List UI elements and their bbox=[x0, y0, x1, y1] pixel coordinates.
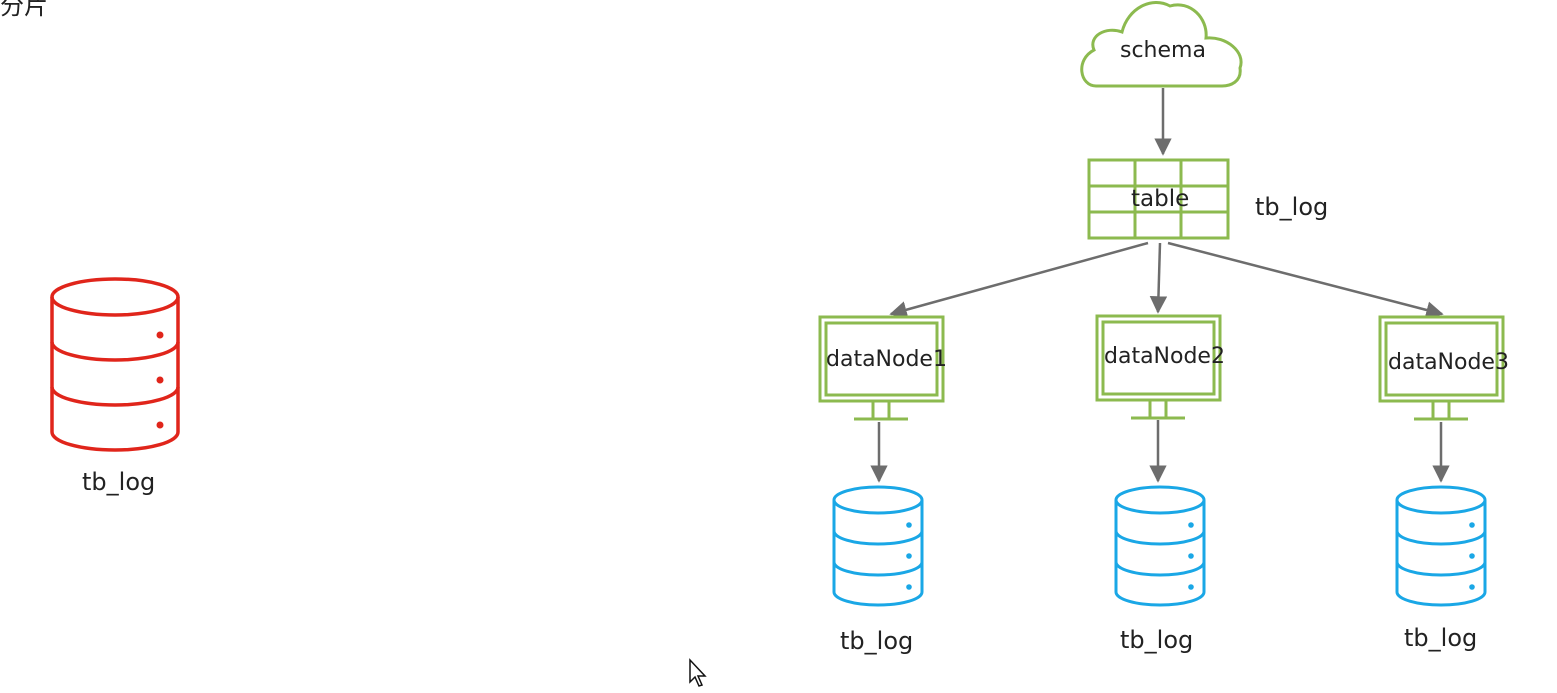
cloud-icon bbox=[1080, 0, 1243, 88]
db1-label: tb_log bbox=[840, 627, 914, 655]
left-db-label: tb_log bbox=[82, 468, 156, 496]
arrow-table-to-datanode1 bbox=[889, 241, 1149, 319]
datanode2-label: dataNode2 bbox=[1104, 344, 1225, 369]
table-grid-icon bbox=[1087, 158, 1230, 240]
arrow-table-to-datanode2 bbox=[1149, 242, 1168, 314]
schema-label: schema bbox=[1120, 38, 1206, 63]
monitor-icon bbox=[818, 315, 945, 421]
monitor-icon bbox=[1095, 314, 1222, 420]
cut-off-heading: 分片 bbox=[0, 0, 48, 20]
mouse-cursor-icon bbox=[689, 658, 707, 687]
table-side-label: tb_log bbox=[1255, 193, 1329, 221]
db3-label: tb_log bbox=[1404, 624, 1478, 652]
database-icon bbox=[50, 277, 180, 452]
table-label: table bbox=[1131, 186, 1190, 212]
database-icon bbox=[832, 485, 924, 607]
datanode3-label: dataNode3 bbox=[1388, 350, 1509, 375]
database-icon bbox=[1395, 485, 1487, 607]
datanode1-label: dataNode1 bbox=[826, 347, 947, 372]
monitor-icon bbox=[1378, 315, 1505, 421]
db2-label: tb_log bbox=[1120, 626, 1194, 654]
database-icon bbox=[1114, 485, 1206, 607]
arrow-table-to-datanode3 bbox=[1167, 241, 1444, 319]
